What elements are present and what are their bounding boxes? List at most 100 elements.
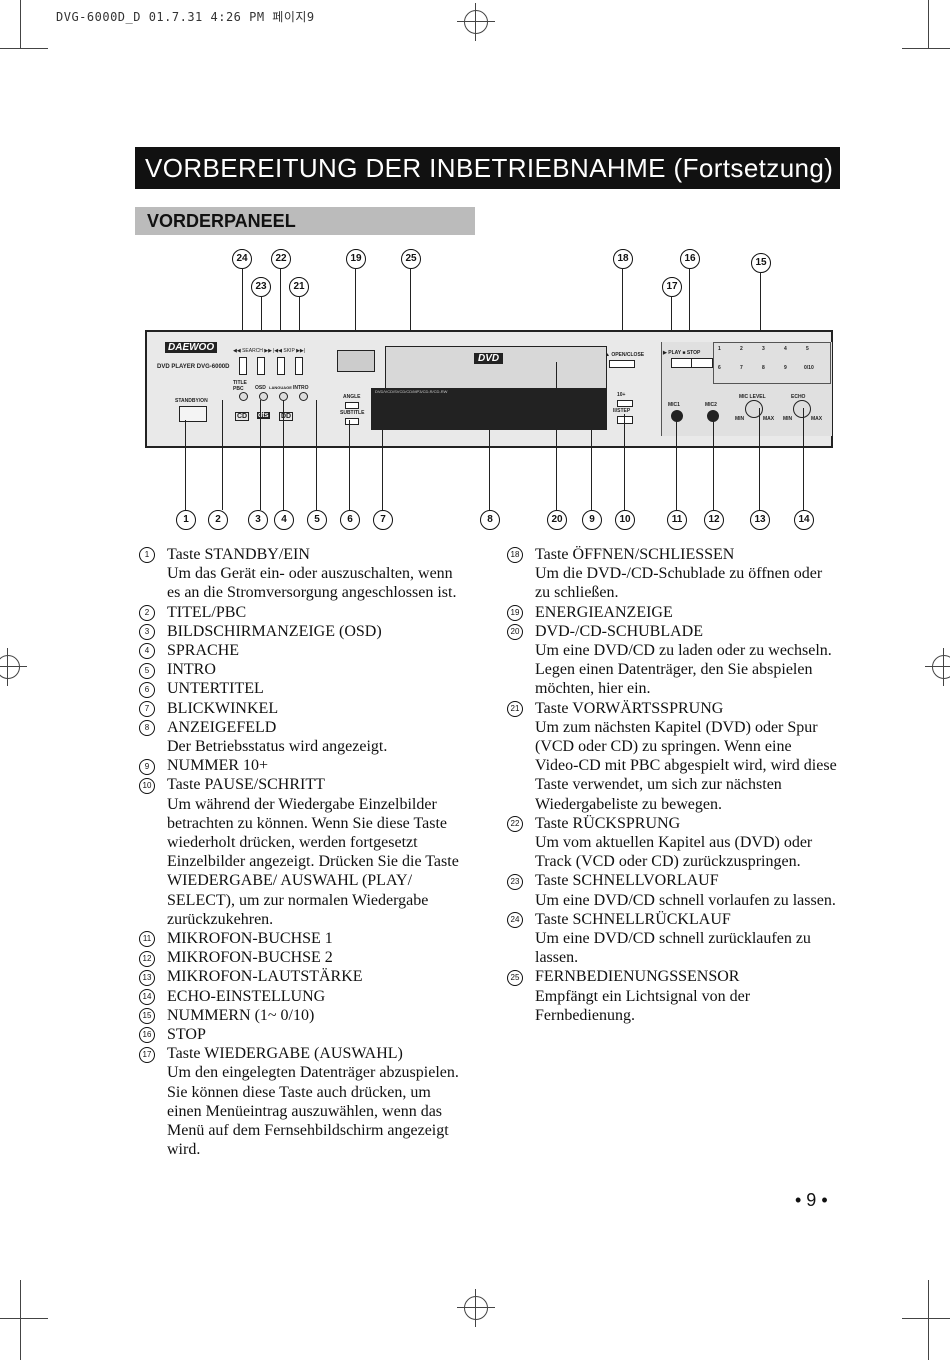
item-number-wrapper: 3 [139,622,167,641]
key-5[interactable]: 5 [806,346,809,352]
item-number-badge: 13 [139,969,155,986]
leader-line [410,268,411,406]
item-title: Taste VORWÄRTSSPRUNG [535,699,724,717]
item-number-wrapper: 14 [139,987,167,1006]
item-number-badge: 15 [139,1008,155,1025]
leader-line [280,268,281,350]
open-close-button[interactable] [609,360,635,368]
ten-plus-button[interactable] [617,400,633,407]
key-8[interactable]: 8 [762,365,765,371]
mic-level-knob[interactable] [745,400,763,418]
leader-line [622,268,623,350]
standby-label: STANDBY/ON [175,398,208,404]
item-number-wrapper: 18 [507,545,535,564]
item-number-wrapper: 20 [507,622,535,641]
disc-tray[interactable]: DVD [385,346,607,390]
key-6[interactable]: 6 [718,365,721,371]
item-title: TITEL/PBC [167,603,247,621]
max-label-2: MAX [811,416,823,422]
crop-mark [902,1318,950,1319]
item-title: STOP [167,1026,206,1044]
mic1-jack[interactable] [671,410,683,422]
item-description: Um eine DVD/CD zu laden oder zu wechseln… [535,642,832,698]
item-number-badge: 21 [507,700,523,717]
angle-label: ANGLE [343,394,361,400]
item-description: Um die DVD-/CD-Schublade zu öffnen oder … [535,565,823,602]
item-title: NUMMER 10+ [167,757,269,775]
mic2-label: MIC2 [705,402,717,408]
model-label: DVD PLAYER DVG-6000D [157,364,230,370]
registration-mark [457,3,495,41]
item-number-wrapper: 25 [507,967,535,986]
angle-button[interactable] [345,402,359,409]
item-title: BLICKWINKEL [167,699,279,717]
key-7[interactable]: 7 [740,365,743,371]
echo-knob[interactable] [793,400,811,418]
fast-forward-button[interactable] [257,357,265,375]
language-button[interactable] [279,392,288,401]
leader-line [591,398,592,510]
item-number-badge: 18 [507,547,523,564]
callout-10: 10 [615,510,635,530]
title-pbc-button[interactable] [239,392,248,401]
display-window: DVD/VCD/SVCD/CD/MP3/CD-R/CD-RW [371,388,607,430]
key-3[interactable]: 3 [762,346,765,352]
intro-button[interactable] [299,392,308,401]
osd-button[interactable] [259,392,268,401]
item-number-wrapper: 21 [507,699,535,718]
item-number-wrapper: 19 [507,603,535,622]
item-title: Taste SCHNELLRÜCKLAUF [535,910,731,928]
play-button[interactable] [671,358,693,368]
item-number-badge: 7 [139,700,155,717]
search-label: ◀◀ SEARCH ▶▶ [233,348,272,354]
pause-step-button[interactable] [617,416,633,424]
item-description: Um eine DVD/CD schnell zurücklaufen zu l… [535,930,811,967]
item-title: UNTERTITEL [167,680,264,698]
standby-button[interactable] [179,406,207,422]
item-number-wrapper: 24 [507,910,535,929]
key-4[interactable]: 4 [784,346,787,352]
item-number-badge: 6 [139,681,155,698]
item-description: Um vom aktuellen Kapitel aus (DVD) oder … [535,834,813,871]
crop-mark [902,48,950,49]
crop-mark [928,0,929,48]
skip-forward-button[interactable] [295,357,303,375]
key-2[interactable]: 2 [740,346,743,352]
min-label-2: MIN [783,416,793,422]
callout-11: 11 [667,510,687,530]
item-title: FERNBEDIENUNGSSENSOR [535,968,740,986]
rewind-button[interactable] [239,357,247,375]
leader-line [624,414,625,510]
dolby-logo: DD [279,412,294,421]
item-number-wrapper: 15 [139,1006,167,1025]
list-item-heading-row: 21 Taste VORWÄRTSSPRUNG [507,699,837,718]
title-pbc-label: TITLE PBC [233,380,247,392]
skip-back-button[interactable] [277,357,285,375]
dts-logo: dts [257,412,270,419]
key-0-10[interactable]: 0/10 [804,365,814,371]
stop-button[interactable] [691,358,713,368]
subtitle-button[interactable] [345,418,359,425]
language-label: LANGUAGE [269,385,292,390]
leader-line [355,268,356,358]
mic2-jack[interactable] [707,410,719,422]
key-1[interactable]: 1 [718,346,721,352]
key-9[interactable]: 9 [784,365,787,371]
dvd-front-panel: DAEWOO DVD PLAYER DVG-6000D ◀◀ SEARCH ▶▶… [145,330,833,448]
